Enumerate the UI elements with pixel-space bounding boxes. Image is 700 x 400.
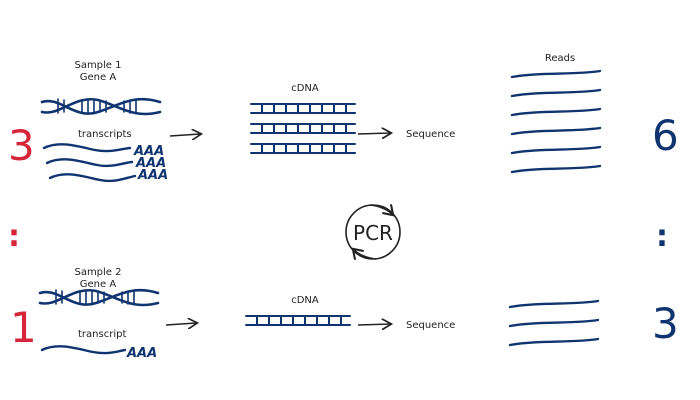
- bottom-gene-label: Gene A: [80, 279, 117, 290]
- bottom-left-ratio: 1: [10, 303, 37, 352]
- bottom-transcript-icon: [40, 345, 127, 355]
- bottom-arrow-to-sequence: [357, 324, 390, 325]
- pcr-label: PCR: [353, 221, 393, 245]
- pcr-cycle-arrow-icon: [369, 205, 392, 214]
- top-dna-helix-icon: [40, 97, 162, 116]
- bottom-cdna-icon: [245, 315, 351, 326]
- top-reads-icon: [510, 69, 602, 174]
- top-cdna-icon: [250, 103, 356, 154]
- top-right-count: 6: [652, 111, 679, 160]
- bottom-arrow-to-cdna: [165, 323, 196, 325]
- right-colon: :: [656, 219, 668, 254]
- middle-row: : PCR :: [8, 205, 668, 259]
- top-transcripts-label: transcripts: [78, 129, 132, 140]
- polya-tail-3: AAA: [137, 168, 168, 183]
- top-sample-label: Sample 1: [74, 60, 121, 71]
- top-transcripts-icon: [42, 143, 137, 183]
- top-sequence-label: Sequence: [406, 129, 455, 140]
- polya-tail-2: AAA: [135, 156, 166, 171]
- bottom-cdna-label: cDNA: [291, 295, 319, 306]
- polya-tail-1: AAA: [133, 144, 164, 159]
- pcr-cycle-arrow-icon: [354, 250, 377, 259]
- bottom-transcript-label: transcript: [78, 329, 126, 340]
- top-arrow-to-cdna: [169, 134, 200, 136]
- pcr-badge: PCR: [345, 205, 401, 259]
- bottom-row: 1 Sample 2 Gene A transcript AAA cDN: [10, 267, 679, 361]
- top-arrow-to-sequence: [357, 133, 390, 134]
- top-row: 3 Sample 1 Gene A transcripts: [8, 53, 679, 183]
- bottom-dna-helix-icon: [38, 288, 160, 307]
- bottom-reads-icon: [508, 299, 600, 347]
- top-cdna-label: cDNA: [291, 83, 319, 94]
- bottom-right-count: 3: [652, 299, 679, 348]
- bottom-sample-label: Sample 2: [74, 267, 121, 278]
- left-colon: :: [8, 219, 20, 254]
- top-left-ratio: 3: [8, 121, 35, 170]
- reads-label: Reads: [545, 53, 575, 64]
- top-gene-label: Gene A: [80, 72, 117, 83]
- bottom-sequence-label: Sequence: [406, 320, 455, 331]
- polya-tail-bottom: AAA: [126, 346, 157, 361]
